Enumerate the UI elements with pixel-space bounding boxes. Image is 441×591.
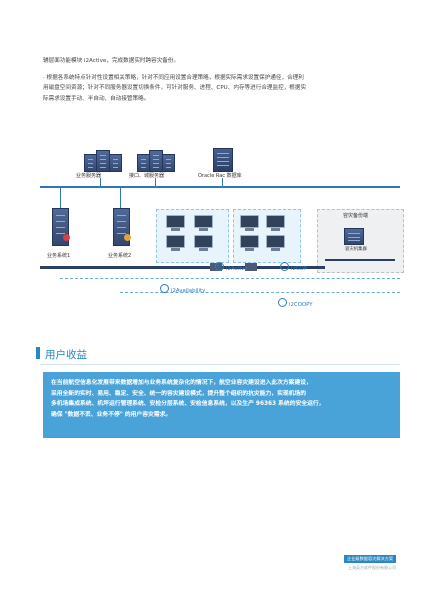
system1-label: 业务系统1 [47, 253, 71, 259]
switch-icon [245, 263, 257, 271]
i2availability-label: i2Availability [171, 288, 206, 294]
footer-badge: 企业级数据容灾解决方案 [344, 555, 397, 563]
interface-server-label: 接口、城服务器 [129, 173, 165, 179]
alert-icon [124, 234, 131, 241]
monitor-icon [166, 235, 185, 251]
cluster-icon [344, 228, 364, 245]
i2active-tag: i2Active [215, 262, 248, 272]
monitor-icon [194, 235, 213, 251]
benefit-line: 多机场集成系统、机坪运行管理系统、安检分层系统、安检信息系统，以及生产 9636… [51, 401, 325, 408]
i2availability-tag: i2Availability [160, 284, 205, 294]
dr-room-label: 容灾备份端 [343, 213, 369, 219]
monitor-icon [266, 215, 285, 231]
network-bus [40, 186, 400, 188]
replication-line [120, 292, 400, 293]
dr-switch [325, 259, 395, 261]
benefit-line: 在当前航空信息化发展带来数据增加与业务系统复杂化的情况下，航空业容灾建设进入此次… [51, 380, 312, 386]
intro-bullet: · 根据各系统特点针对性设置相关策略，针对不同应用设置合理策略，根据实际需求设置… [43, 73, 415, 104]
i2active-label: i2Active [226, 266, 248, 272]
replication-line [60, 278, 400, 279]
intro-bullet-line: 用磁盘空间资源；针对不同服务器设置切换条件，可针对服务、进程、CPU、内存等进行… [43, 85, 307, 92]
monitor-icon [240, 235, 259, 251]
monitor-icon [240, 215, 259, 231]
i2coopy-icon [278, 298, 287, 307]
footer-caption: 上海英方软件股份有限公司 [348, 565, 396, 570]
business-server-label: 业务服务器 [76, 173, 102, 179]
server-icon [84, 154, 97, 172]
intro-bullet-line: · 根据各系统特点针对性设置相关策略，针对不同应用设置合理策略，根据实际需求设置… [43, 75, 304, 81]
monitor-icon [166, 215, 185, 231]
intro-bullet-line: 际需求设置手动、半自动、自动接管策略。 [43, 95, 150, 102]
connector [100, 178, 101, 186]
server-icon [162, 154, 175, 172]
benefit-line: 确保 "数据不丢、业务不停" 的用户容灾需求。 [51, 411, 172, 418]
dr-cluster-label: 容灾机集群 [345, 247, 367, 252]
system2-label: 业务系统2 [108, 253, 132, 259]
connector [222, 178, 223, 186]
section-marker [36, 347, 40, 359]
oracle-db-label: Oracle Rac 数据库 [198, 173, 242, 179]
server-icon [149, 150, 163, 172]
benefit-line: 采用全新的实时、易用、稳定、安全、统一的容灾建设模式，提升整个组织的抗灾能力，实… [51, 390, 307, 397]
benefit-panel: 在当前航空信息化发展带来数据增加与业务系统复杂化的情况下，航空业容灾建设进入此次… [43, 372, 400, 438]
connector [120, 186, 121, 208]
i2cdp-tag: i2CDP [280, 262, 307, 272]
server-icon [109, 154, 122, 172]
benefit-heading: 用户收益 [45, 349, 87, 361]
connector [60, 186, 61, 208]
i2coopy-tag: i2COOPY [278, 298, 313, 308]
intro-line: 辅层面功能模块 i2Active，完成数据实时跨容灾备份。 [43, 58, 180, 64]
divider [40, 364, 400, 365]
i2active-icon [215, 262, 224, 271]
i2availability-icon [160, 284, 169, 293]
monitor-icon [266, 235, 285, 251]
monitor-icon [194, 215, 213, 231]
storage-bus [40, 266, 325, 269]
server-icon [137, 154, 150, 172]
alert-icon [63, 234, 70, 241]
i2cdp-icon [280, 262, 289, 271]
i2cdp-label: i2CDP [291, 266, 308, 272]
connector [155, 178, 156, 186]
database-server-icon [213, 148, 233, 172]
server-icon [96, 150, 110, 172]
i2coopy-label: i2COOPY [289, 302, 313, 308]
